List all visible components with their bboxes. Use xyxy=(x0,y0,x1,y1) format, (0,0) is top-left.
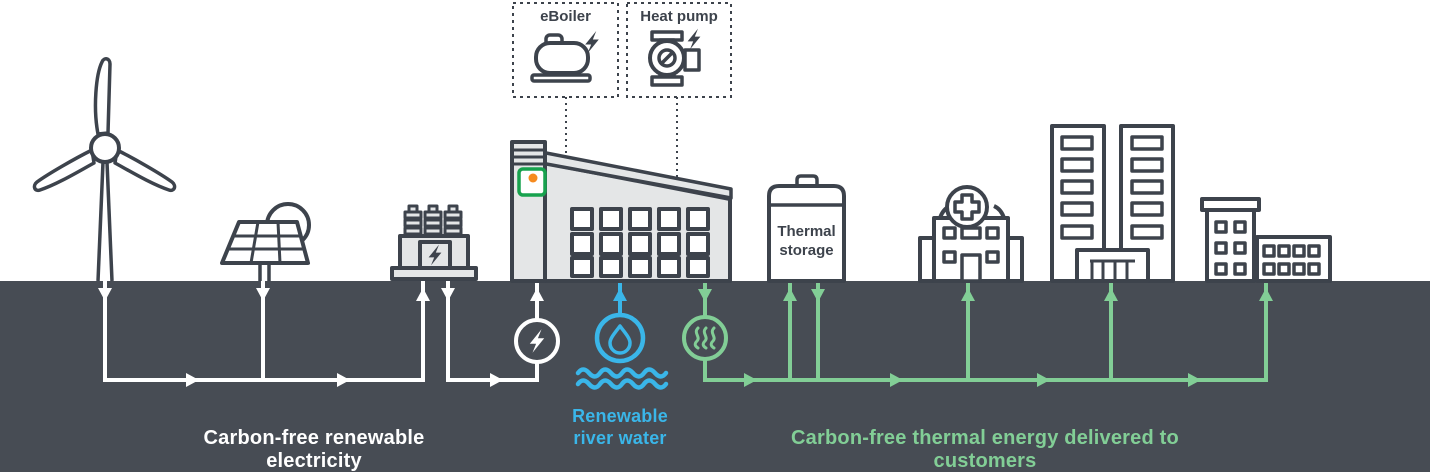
lightning-bolt-icon xyxy=(428,244,442,266)
thermal-storage-tank xyxy=(767,174,846,283)
lightning-bolt-icon xyxy=(529,329,545,353)
solar-panel-icon xyxy=(220,202,311,281)
heat-pump-label: Heat pump xyxy=(640,8,718,25)
eboiler-icon xyxy=(530,30,599,83)
river-water-flow-label: Renewable river water xyxy=(572,406,668,448)
hospital-building xyxy=(918,185,1024,283)
thermal-flow-label: Carbon-free thermal energy delivered to … xyxy=(791,427,1179,472)
medical-cross-icon xyxy=(953,193,981,221)
heat-pump-icon xyxy=(648,28,701,87)
eboiler-label: eBoiler xyxy=(540,8,591,25)
electricity-circle-badge xyxy=(514,318,560,364)
office-buildings xyxy=(1200,197,1332,283)
energy-plant-building xyxy=(510,97,733,283)
thermal-storage-label: Thermal storage xyxy=(777,223,836,259)
electricity-flow-label: Carbon-free renewable electricity xyxy=(203,427,425,472)
eboiler-callout xyxy=(512,2,619,98)
river-waves-icon xyxy=(575,367,669,390)
water-circle-badge xyxy=(594,312,646,364)
lightning-bolt-icon xyxy=(585,30,599,54)
wind-turbine-icon xyxy=(32,57,177,282)
plant-logo xyxy=(517,167,547,197)
water-drop-icon xyxy=(608,324,632,355)
water-flow-arrow xyxy=(613,288,627,301)
heat-pump-callout xyxy=(626,2,732,98)
electricity-flow-arrows xyxy=(98,288,544,387)
entrance-columns xyxy=(1090,259,1135,281)
heat-circle-badge xyxy=(682,315,728,361)
heat-waves-icon xyxy=(693,326,716,350)
plant-windows xyxy=(570,207,710,278)
thermal-flow-arrows xyxy=(698,288,1273,387)
lightning-bolt-icon xyxy=(687,28,701,50)
transformer-icon xyxy=(390,204,478,281)
twin-tower-building xyxy=(1050,124,1175,283)
